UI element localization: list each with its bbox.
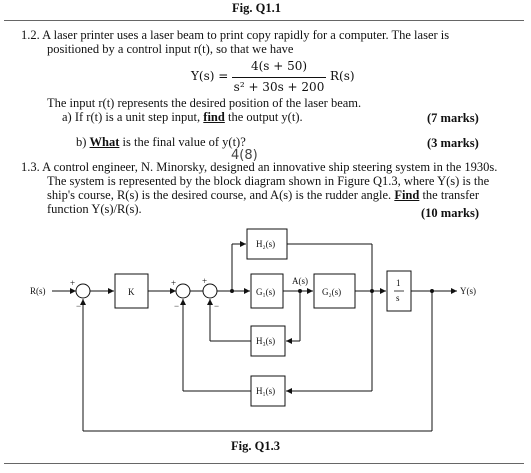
- figure-caption: Fig. Q1.3: [231, 439, 280, 453]
- part-a-prefix: a) If r(t) is a unit step input,: [62, 110, 201, 124]
- summing-junction-3: [202, 283, 218, 299]
- part-a-find: find: [203, 110, 225, 124]
- part-b-suffix: is the final value of y(t)?: [122, 135, 246, 149]
- summing-junction-2: [175, 283, 191, 299]
- sum2-minus-sign: −: [174, 301, 179, 311]
- output-label: Y(s): [460, 286, 476, 296]
- q13-line2: The system is represented by the block d…: [47, 174, 490, 188]
- q13-line4: function Y(s)/R(s).: [47, 202, 142, 216]
- q13-line3: ship's course, R(s) is the desired cours…: [47, 188, 479, 202]
- g2-label: G₂(s): [322, 287, 341, 297]
- branch-point-g1-input: [230, 289, 234, 293]
- q13-marks: (10 marks): [421, 206, 479, 220]
- sum2-plus-sign: +: [171, 278, 176, 288]
- q13-line3-suffix: the transfer: [422, 188, 480, 202]
- part-a-marks: (7 marks): [427, 111, 479, 125]
- q12-line2: positioned by a control input r(t), so t…: [47, 42, 294, 56]
- h1-label: H₁(s): [256, 386, 275, 396]
- sum1-minus-sign: −: [76, 301, 81, 311]
- equation-lhs: Y(s) =: [191, 69, 229, 83]
- input-label: R(s): [30, 286, 46, 296]
- q13-line3-prefix: ship's course, R(s) is the desired cours…: [47, 188, 392, 202]
- a-signal-label: A(s): [292, 276, 308, 286]
- part-a-suffix: the output y(t).: [227, 110, 303, 124]
- part-b-what: What: [89, 135, 120, 149]
- sum1-plus-sign: +: [70, 278, 75, 288]
- q12-line1: 1.2. A laser printer uses a laser beam t…: [21, 28, 450, 42]
- divider: [4, 20, 524, 21]
- integrator-denominator: s: [396, 293, 400, 303]
- bottom-divider: [4, 463, 524, 464]
- g1-label: G₁(s): [256, 287, 275, 297]
- branch-point-a: [298, 289, 302, 293]
- q12-part-b: b) What is the final value of y(t)?: [76, 135, 246, 149]
- branch-point-output: [430, 289, 434, 293]
- q13-line1: 1.3. A control engineer, N. Minorsky, de…: [21, 160, 498, 174]
- k-label: K: [128, 287, 135, 297]
- figure-title: Fig. Q1.1: [232, 1, 281, 15]
- part-b-prefix: b): [76, 135, 87, 149]
- sum3-minus-sign: −: [214, 301, 219, 311]
- equation-denominator: s² + 30s + 200: [233, 80, 325, 94]
- handwritten-note: 4(8): [231, 148, 258, 163]
- h2-label: H₂(s): [256, 239, 275, 249]
- equation-fraction-bar: [232, 77, 326, 78]
- q12-line3: The input r(t) represents the desired po…: [47, 96, 362, 110]
- part-b-marks: (3 marks): [427, 136, 479, 150]
- integrator-numerator: 1: [396, 278, 401, 288]
- equation-numerator: 4(s + 50): [250, 59, 308, 73]
- q12-part-a: a) If r(t) is a unit step input, find th…: [62, 110, 303, 124]
- branch-point-g2-output: [370, 289, 374, 293]
- sum3-plus-sign: +: [202, 276, 207, 286]
- equation-rhs: R(s): [330, 69, 355, 83]
- h3-label: H₃(s): [256, 336, 275, 346]
- summing-junction-1: [75, 283, 91, 299]
- q13-find: Find: [394, 188, 420, 202]
